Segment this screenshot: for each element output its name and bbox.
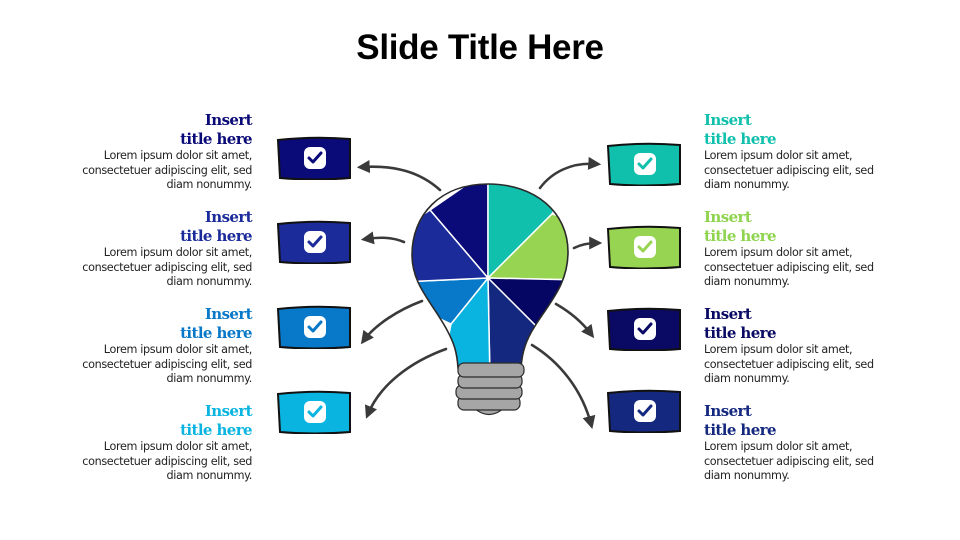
check-badge-left-3	[276, 305, 351, 349]
check-badge-right-4	[606, 389, 681, 433]
item-body: Lorem ipsum dolor sit amet, consectetuer…	[82, 246, 252, 289]
arrow-right-4	[530, 343, 596, 430]
check-badge-right-3	[606, 307, 681, 351]
item-body: Lorem ipsum dolor sit amet, consectetuer…	[704, 343, 874, 386]
item-body: Lorem ipsum dolor sit amet, consectetuer…	[704, 246, 874, 289]
check-badge-right-1	[606, 142, 681, 186]
arrow-left-4	[364, 347, 448, 419]
arrow-right-1	[538, 156, 602, 190]
check-badge-right-2	[606, 225, 681, 269]
bulb-base	[455, 362, 525, 416]
arrow-left-1	[356, 160, 442, 192]
bulb-glass	[412, 184, 568, 368]
check-badge-left-1	[276, 136, 351, 180]
connector-arrows	[356, 156, 603, 430]
check-badge-left-2	[276, 220, 351, 264]
arrow-right-2	[572, 236, 603, 250]
arrow-left-2	[360, 231, 406, 245]
item-body: Lorem ipsum dolor sit amet, consectetuer…	[82, 149, 252, 192]
slide-title: Slide Title Here	[356, 28, 604, 67]
bulb-segment-8	[412, 209, 490, 283]
item-body: Lorem ipsum dolor sit amet, consectetuer…	[82, 440, 252, 483]
item-body: Lorem ipsum dolor sit amet, consectetuer…	[704, 440, 874, 483]
check-badge-left-4	[276, 390, 351, 434]
arrow-right-3	[554, 302, 595, 339]
arrow-left-3	[360, 299, 424, 345]
item-body: Lorem ipsum dolor sit amet, consectetuer…	[704, 149, 874, 192]
item-body: Lorem ipsum dolor sit amet, consectetuer…	[82, 343, 252, 386]
